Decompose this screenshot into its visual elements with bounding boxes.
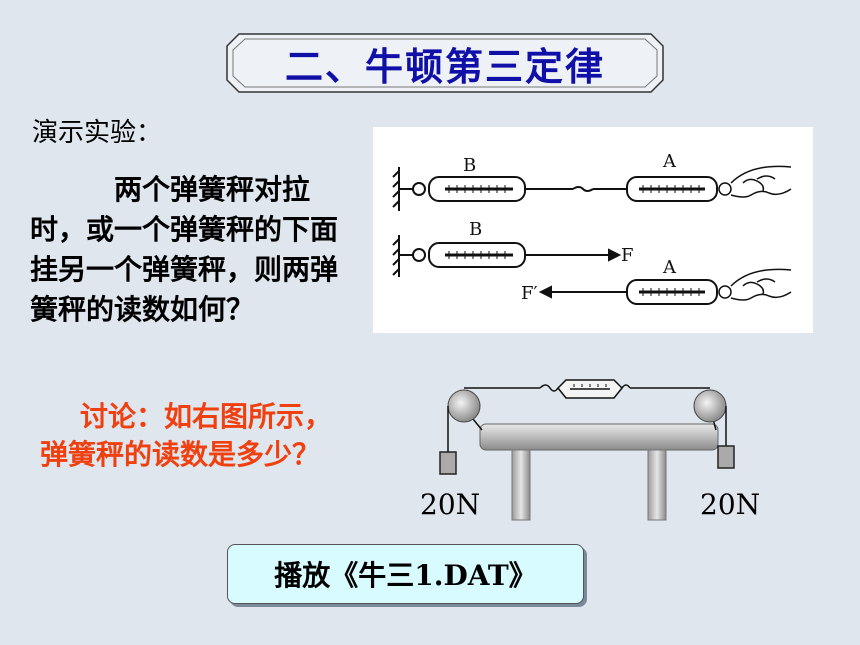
pulley-right (693, 389, 727, 423)
weight-label-right: 20N (700, 488, 761, 521)
scale-a-bottom (626, 279, 718, 305)
pulley-diagram (410, 378, 790, 528)
scale-b-top (428, 176, 526, 202)
label-a-bottom: A (662, 257, 677, 278)
spring-scale-figure: B A B F F′ A (373, 127, 813, 333)
label-b-bottom: B (469, 219, 482, 240)
play-animation-button[interactable]: 播放《牛三1.DAT》 (227, 544, 584, 604)
title-box: 二、牛顿第三定律 (225, 32, 665, 94)
label-b-top: B (463, 155, 476, 176)
weight-label-left: 20N (420, 488, 481, 521)
label-f: F (621, 245, 634, 266)
label-f-prime: F′ (521, 283, 538, 304)
page-title: 二、牛顿第三定律 (284, 44, 605, 89)
weight-left (439, 451, 457, 475)
title-frame (226, 33, 664, 93)
question-text: 两个弹簧秤对拉时，或一个弹簧秤的下面挂另一个弹簧秤，则两弹簧秤的读数如何？ (30, 173, 339, 326)
table-bar (479, 423, 719, 451)
force-f-prime-arrow (538, 285, 627, 299)
discussion-text: 讨论：如右图所示，弹簧秤的读数是多少？ (40, 400, 333, 471)
demo-label: 演示实验： (32, 118, 163, 148)
label-a-top: A (662, 151, 677, 172)
weight-right (717, 445, 735, 469)
scale-b-bottom (428, 242, 526, 268)
pulley-left (447, 389, 481, 423)
hand-icon (718, 268, 792, 301)
hand-icon (718, 165, 792, 198)
table-leg-left (511, 449, 531, 521)
force-f-arrow (525, 248, 622, 262)
table-leg-right (647, 449, 667, 521)
spring-scale (556, 379, 624, 399)
scale-a-top (626, 176, 718, 202)
